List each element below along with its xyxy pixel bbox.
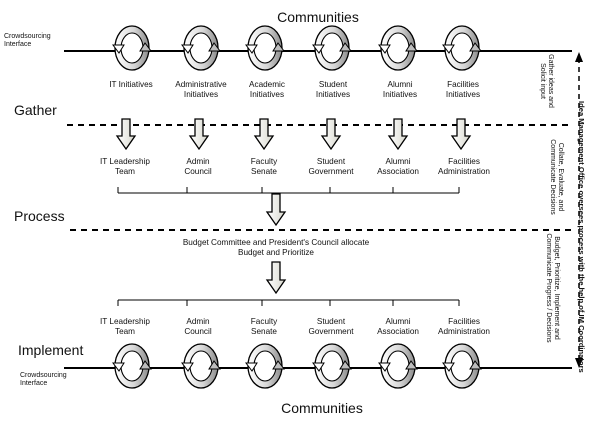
initiative-facilities: Facilities Initiatives xyxy=(445,80,481,100)
phase-gather: Gather xyxy=(14,102,57,118)
initiative-alumni: Alumni Initiatives xyxy=(382,80,418,100)
lower-group-admin-council: Admin Council xyxy=(184,317,212,337)
gather-down-arrow-5 xyxy=(387,118,409,151)
crowdsourcing-label-bottom: Crowdsourcing Interface xyxy=(20,372,67,388)
oversight-arrow-top-head xyxy=(575,52,583,62)
upper-group-it-leadership: IT Leadership Team xyxy=(100,157,150,177)
upper-group-student-government: Student Government xyxy=(308,157,354,177)
cycle-icon-bottom-1 xyxy=(112,343,152,389)
oversight-text: Idea Management Office oversees process … xyxy=(577,101,586,373)
gather-down-arrow-3 xyxy=(253,118,275,151)
cycle-icon-top-1 xyxy=(112,25,152,71)
initiative-it: IT Initiatives xyxy=(109,80,153,89)
cycle-icon-top-2 xyxy=(181,25,221,71)
side-note-collate: Collate, Evaluate, and Communicate Decis… xyxy=(548,139,564,215)
side-note-budget: Budget, Prioritize, Implement and Commun… xyxy=(544,233,560,343)
crowdsourcing-label-top: Crowdsourcing Interface xyxy=(4,33,51,49)
top-communities-title: Communities xyxy=(277,9,359,25)
lower-group-student-government: Student Government xyxy=(308,317,354,337)
initiative-administrative: Administrative Initiatives xyxy=(175,80,227,100)
lower-group-faculty-senate: Faculty Senate xyxy=(250,317,278,337)
upper-group-facilities-administration: Facilities Administration xyxy=(438,157,490,177)
cycle-icon-bottom-5 xyxy=(378,343,418,389)
lower-group-it-leadership: IT Leadership Team xyxy=(100,317,150,337)
gather-down-arrow-6 xyxy=(450,118,472,151)
phase-implement: Implement xyxy=(18,342,84,358)
budget-committee-text: Budget Committee and President's Council… xyxy=(182,238,370,258)
gather-down-arrow-2 xyxy=(188,118,210,151)
cycle-icon-bottom-2 xyxy=(181,343,221,389)
phase-process: Process xyxy=(14,208,65,224)
cycle-icon-bottom-4 xyxy=(312,343,352,389)
cycle-icon-bottom-6 xyxy=(442,343,482,389)
upper-group-alumni-association: Alumni Association xyxy=(377,157,419,177)
cycle-icon-top-4 xyxy=(312,25,352,71)
process-arrow-1 xyxy=(265,193,287,227)
cycle-icon-top-5 xyxy=(378,25,418,71)
upper-group-admin-council: Admin Council xyxy=(184,157,212,177)
initiative-student: Student Initiatives xyxy=(315,80,351,100)
cycle-icon-bottom-3 xyxy=(245,343,285,389)
upper-group-faculty-senate: Faculty Senate xyxy=(250,157,278,177)
initiative-academic: Academic Initiatives xyxy=(249,80,285,100)
process-arrow-2 xyxy=(265,261,287,295)
lower-group-facilities-administration: Facilities Administration xyxy=(438,317,490,337)
oversight-arrow-bottom-head xyxy=(575,358,583,368)
gather-down-arrow-1 xyxy=(115,118,137,151)
lower-group-alumni-association: Alumni Association xyxy=(377,317,419,337)
gather-down-arrow-4 xyxy=(320,118,342,151)
cycle-icon-top-6 xyxy=(442,25,482,71)
side-note-gather: Gather ideas and Solicit input xyxy=(538,54,554,108)
bottom-communities-title: Communities xyxy=(281,400,363,416)
cycle-icon-top-3 xyxy=(245,25,285,71)
